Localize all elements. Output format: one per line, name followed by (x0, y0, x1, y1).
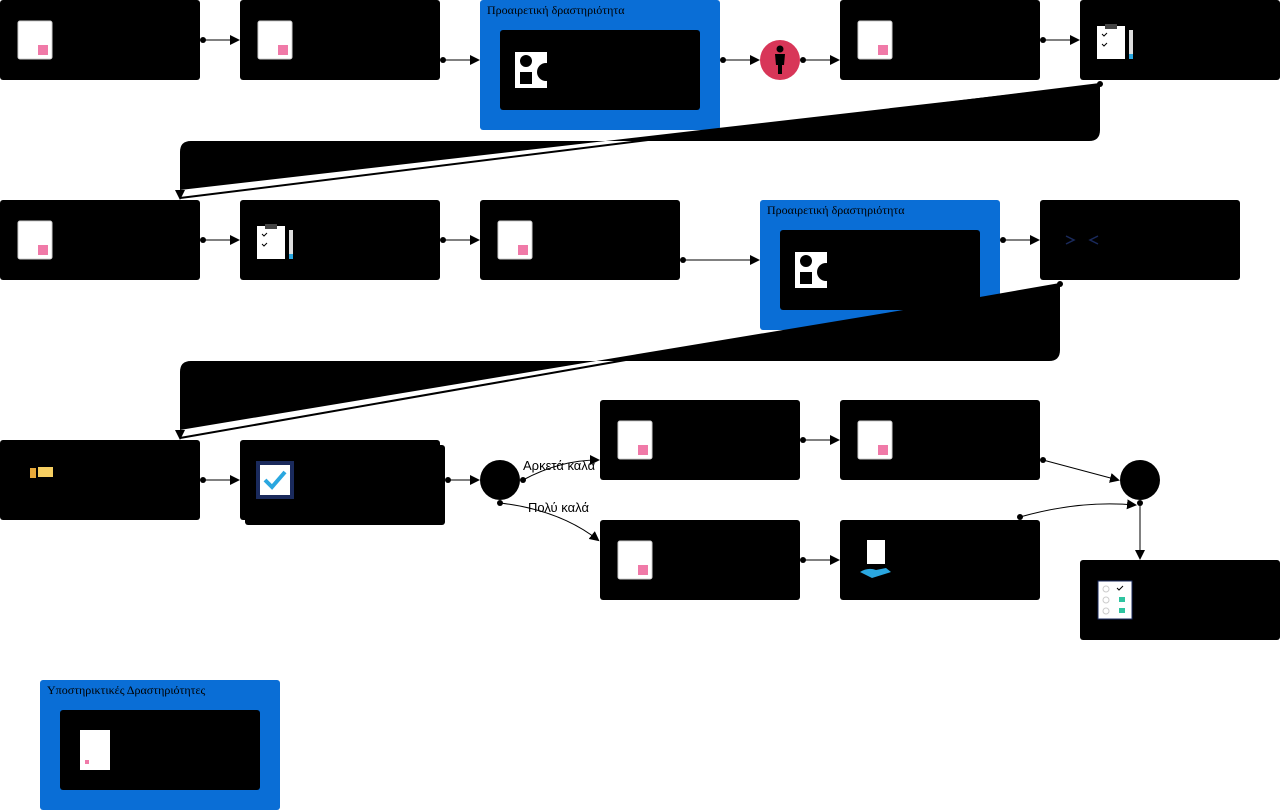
document-icon (857, 420, 893, 460)
shapes-icon (795, 252, 835, 288)
document-icon (80, 730, 110, 770)
document-icon (617, 420, 653, 460)
document-icon (857, 20, 893, 60)
document-icon (257, 20, 293, 60)
person-icon (775, 45, 785, 74)
hand-document-icon (860, 540, 891, 578)
activity-node-r1-3[interactable] (840, 0, 1040, 80)
activity-node-r3-final[interactable] (1080, 560, 1280, 640)
wrap-connector-2 (180, 284, 1060, 430)
support-activity-node[interactable] (60, 710, 260, 790)
document-icon (17, 220, 53, 260)
folder-icon (30, 467, 53, 478)
activity-node-r2-optional[interactable] (780, 230, 980, 310)
activity-node-r3-lower-2[interactable] (840, 520, 1040, 600)
shapes-icon (515, 52, 555, 88)
exclusive-gateway-merge[interactable] (1120, 460, 1160, 500)
activity-node-r2-1[interactable] (0, 200, 200, 280)
checklist-pencil-icon (257, 224, 293, 259)
activity-node-r1-1[interactable] (0, 0, 200, 80)
exclusive-gateway-split[interactable] (480, 460, 520, 500)
code-brackets-icon (1065, 235, 1099, 245)
start-event[interactable] (760, 40, 800, 80)
activity-node-r1-optional[interactable] (500, 30, 700, 110)
survey-list-icon (1097, 580, 1133, 620)
document-icon (497, 220, 533, 260)
group-label: Υποστηρικτικές Δραστηριότητες (47, 683, 206, 697)
activity-node-r2-2[interactable] (240, 200, 440, 280)
document-icon (17, 20, 53, 60)
activity-node-r2-3[interactable] (480, 200, 680, 280)
activity-node-r3-1[interactable] (0, 440, 200, 520)
activity-node-r1-4[interactable] (1080, 0, 1280, 80)
activity-node-r3-upper-2[interactable] (840, 400, 1040, 480)
checklist-pencil-icon (1097, 24, 1133, 59)
group-label: Προαιρετική δραστηριότητα (487, 3, 625, 17)
activity-node-r2-4[interactable] (1040, 200, 1240, 280)
optional-activity-group-1: Προαιρετική δραστηριότητα (480, 0, 720, 130)
activity-node-r3-lower-1[interactable] (600, 520, 800, 600)
activity-node-r3-upper-1[interactable] (600, 400, 800, 480)
activity-node-r1-2[interactable] (240, 0, 440, 80)
activity-node-r3-2[interactable] (240, 440, 440, 520)
edge-label-very-good: Πολύ καλά (528, 500, 589, 515)
support-activities-group: Υποστηρικτικές Δραστηριότητες (40, 680, 280, 810)
group-label: Προαιρετική δραστηριότητα (767, 203, 905, 217)
wrap-connector-1 (180, 84, 1100, 190)
approved-check-icon (256, 461, 294, 499)
document-icon (617, 540, 653, 580)
